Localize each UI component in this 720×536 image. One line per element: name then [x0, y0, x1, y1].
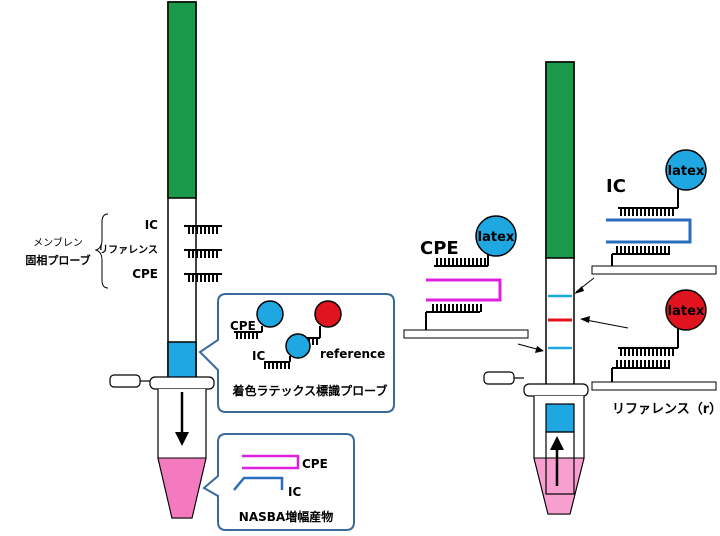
detail-cpe-target-strand [426, 278, 502, 302]
left-label-ic: IC [145, 218, 158, 232]
left-flow-arrow [175, 392, 189, 446]
cpe-latex-bead [256, 300, 284, 328]
right-tube [483, 371, 589, 515]
left-probe-cpe [184, 273, 222, 282]
reference-latex-bead [314, 300, 342, 328]
detail-cpe-latex-text: latex [478, 230, 515, 245]
callout-caption: 着色ラテックス標識プローブ [232, 383, 388, 398]
pointer-arrows [517, 277, 629, 353]
right-strip [483, 61, 589, 515]
left-tube-liquid [157, 457, 207, 519]
colored-probe-callout: CPE reference IC 着色ラテックス標識プローブ [198, 293, 395, 413]
detail-ic-latex-bead [665, 149, 707, 191]
callout-cpe-label: CPE [230, 319, 256, 333]
nasba-callout: CPE IC NASBA増幅産物 [202, 433, 355, 531]
callout-reference-label: reference [320, 347, 385, 361]
membrane-bracket [94, 213, 109, 289]
nasba-ic-strand [233, 476, 284, 491]
nasba-ic-label: IC [288, 485, 301, 499]
left-tube [109, 374, 215, 519]
detail-ic-target-strand [606, 218, 692, 244]
detail-reference-latex-text: latex [668, 304, 705, 319]
detail-reference-membrane [591, 381, 717, 391]
membrane-label-line2: 固相プローブ [25, 253, 90, 267]
left-probe-ic [184, 225, 222, 234]
left-absorbent-pad [167, 1, 197, 199]
nasba-cpe-label: CPE [302, 457, 328, 471]
ic-latex-bead [285, 333, 311, 359]
nasba-caption: NASBA増幅産物 [239, 509, 333, 524]
detail-reference: latex リファレンス（r） [591, 289, 720, 417]
nasba-cpe-strand [242, 454, 300, 470]
detail-reference-label: リファレンス（r） [612, 401, 720, 417]
detail-reference-latex-bead [665, 289, 707, 331]
left-probe-reference [184, 249, 222, 258]
detail-ic-latex-text: latex [668, 164, 705, 179]
left-strip: IC リファレンス CPE メンブレン 固相プローブ [25, 1, 222, 519]
membrane-label-line1: メンブレン [33, 236, 83, 249]
right-absorbent-pad [545, 61, 575, 259]
right-flow-arrow [550, 436, 564, 486]
left-label-reference: リファレンス [98, 244, 158, 256]
detail-ic: IC latex [591, 149, 717, 275]
left-label-cpe: CPE [132, 267, 158, 281]
detail-cpe-membrane [403, 329, 529, 339]
detail-cpe-label: CPE [420, 238, 459, 259]
detail-ic-label: IC [606, 176, 626, 197]
detail-cpe: CPE latex [403, 215, 529, 339]
detail-cpe-latex-bead [475, 215, 517, 257]
right-tube-liquid [533, 457, 585, 515]
left-conjugate-pad [167, 341, 197, 379]
right-conjugate-pad [545, 403, 575, 433]
callout-ic-label: IC [252, 349, 265, 363]
detail-ic-membrane [591, 265, 717, 275]
